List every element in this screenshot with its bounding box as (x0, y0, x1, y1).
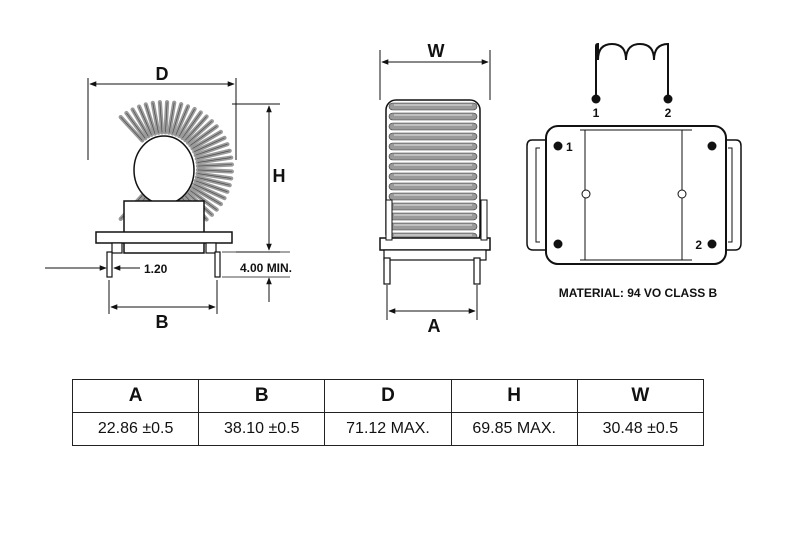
label-w: W (428, 41, 445, 61)
winding-turn-edge (196, 150, 230, 159)
winding-turn-edge (145, 104, 156, 134)
winding-turn-edge (192, 131, 222, 149)
table-cell-h: 69.85 MAX. (450, 412, 578, 446)
pad1-dot (553, 141, 563, 151)
schematic-view: 1 2 (591, 42, 673, 120)
winding-turn-edge (197, 164, 232, 167)
table-cell-d: 71.12 MAX. (324, 412, 452, 446)
pin2-dot (663, 94, 673, 104)
lead-right (214, 251, 221, 278)
side-lead-left (383, 257, 391, 285)
winding-turn-edge (196, 177, 230, 186)
lead-left (106, 251, 113, 278)
table-cell-a: 22.86 ±0.5 (71, 412, 200, 446)
table-header-d: D (324, 379, 452, 413)
table-header-w: W (576, 379, 705, 413)
pin1-dot (591, 94, 601, 104)
side-winding-turn (388, 152, 478, 161)
table-cell-w: 30.48 ±0.5 (576, 412, 705, 446)
label-h: H (273, 166, 286, 186)
table-row: 22.86 ±0.5 38.10 ±0.5 71.12 MAX. 69.85 M… (71, 412, 705, 446)
dimension-table: A B D H W 22.86 ±0.5 38.10 ±0.5 71.12 MA… (71, 379, 705, 446)
winding-turn-edge (194, 184, 225, 199)
winding-turn-edge (192, 187, 222, 205)
base-flange (95, 231, 233, 244)
bottom-body (545, 125, 727, 265)
table-header-a: A (71, 379, 200, 413)
toroid-base (123, 200, 205, 254)
side-lead-right (473, 257, 481, 285)
winding-turn-edge (195, 180, 228, 193)
winding-turn-edge (197, 173, 232, 179)
winding-turn-edge (172, 104, 182, 134)
winding-turn-edge (194, 137, 225, 152)
label-d: D (156, 64, 169, 84)
winding-turn-edge (152, 102, 159, 133)
side-winding-turn (388, 162, 478, 171)
side-winding-turn (388, 172, 478, 181)
winding-turn-edge (185, 116, 207, 141)
side-winding-turn (388, 222, 478, 231)
winding-turn-edge (187, 120, 213, 143)
side-winding-turn (388, 112, 478, 121)
bottom-view: 1 2 MATERIAL: 94 VO CLASS B (526, 125, 742, 300)
side-winding-turn (388, 122, 478, 131)
table-cell-b: 38.10 ±0.5 (198, 412, 326, 446)
pad1-label: 1 (566, 140, 573, 154)
pad2-dot (707, 239, 717, 249)
inductor-symbol (595, 42, 669, 98)
label-a: A (428, 316, 441, 336)
winding-turn-edge (165, 102, 168, 133)
winding-turn-edge (197, 169, 232, 172)
pin1-label: 1 (593, 106, 600, 120)
winding-turn-edge (120, 116, 143, 141)
side-winding-turn (388, 142, 478, 151)
label-b: B (156, 312, 169, 332)
side-winding-turn (388, 182, 478, 191)
winding-turn-edge (179, 108, 195, 137)
toroid-center-hole (133, 135, 195, 205)
winding-turn-edge (126, 112, 146, 139)
side-base (379, 237, 491, 251)
side-winding-outline (385, 99, 481, 245)
material-note: MATERIAL: 94 VO CLASS B (559, 286, 718, 300)
winding-turn-edge (175, 106, 189, 135)
front-view: D H 1.20 4.00 MIN. B (45, 64, 292, 332)
winding-turn-edge (190, 126, 217, 146)
side-winding-turn (388, 202, 478, 211)
side-winding-turn (388, 212, 478, 221)
winding-turn-edge (182, 112, 202, 139)
pin2-label: 2 (665, 106, 672, 120)
label-lead-spacing: 1.20 (144, 262, 168, 276)
table-header-b: B (198, 379, 326, 413)
winding-turn-edge (195, 143, 228, 156)
winding-turn-edge (197, 157, 232, 163)
pad2-label: 2 (695, 238, 702, 252)
winding-turn-edge (138, 106, 152, 135)
table-header-h: H (450, 379, 578, 413)
side-winding-turn (388, 102, 478, 111)
winding-turn-edge (132, 109, 149, 137)
label-lead-length: 4.00 MIN. (240, 261, 292, 275)
side-view: W A (379, 41, 491, 336)
side-winding-turn (388, 132, 478, 141)
winding-turn-edge (168, 102, 175, 133)
winding-turn-edge (190, 190, 217, 210)
table-header-row: A B D H W (71, 379, 705, 413)
side-winding-turn (388, 192, 478, 201)
winding-turn-edge (159, 102, 163, 133)
side-windings (385, 99, 481, 245)
